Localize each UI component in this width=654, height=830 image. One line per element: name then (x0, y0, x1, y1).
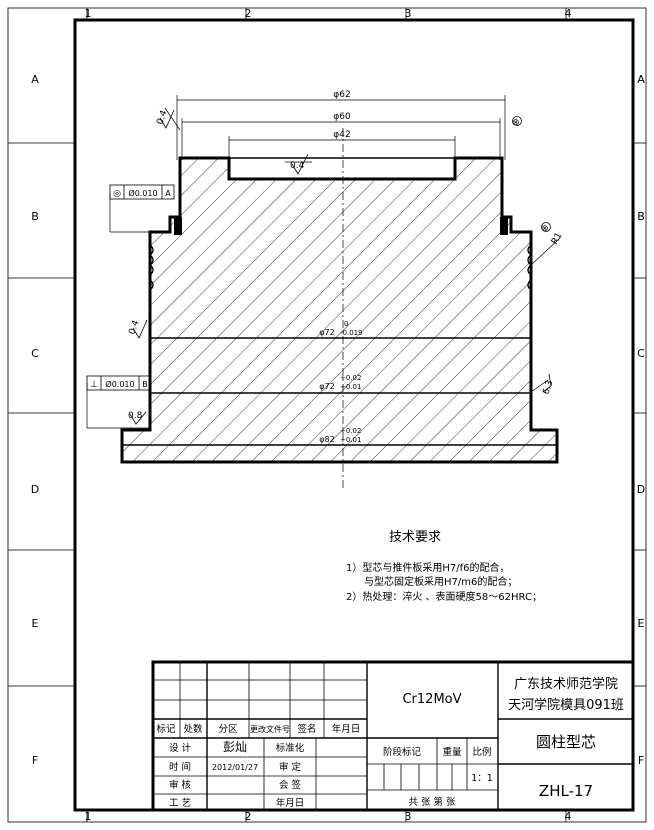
tb-date2: 年月日 (276, 797, 305, 809)
zone-left-b: B (31, 210, 39, 223)
tol-a-datum: A (165, 189, 171, 198)
dim-d72-a-tol0: 0 (344, 320, 348, 328)
zone-bottom-3: 3 (405, 810, 412, 823)
tolerance-frame-b (86, 375, 152, 391)
tol-b-datum: B (142, 380, 148, 389)
zone-left-f: F (32, 754, 38, 767)
tech-line-1: 1）型芯与推件板采用H7/f6的配合， (346, 561, 510, 574)
tb-time-value: 2012/01/27 (212, 763, 258, 772)
tb-designer: 彭灿 (223, 740, 247, 754)
tb-review: 审 定 (279, 761, 302, 773)
roughness-left: 0.4 (127, 319, 141, 336)
zone-ticks (8, 8, 646, 822)
outer-frame (7, 7, 647, 823)
roughness-inner: 0.4 (290, 161, 305, 171)
dim-d82: φ82 (319, 435, 334, 444)
tb-signature: 签名 (297, 723, 316, 735)
dim-d82-lo: +0.01 (340, 436, 361, 444)
roughness-right-63: 6.3 (541, 379, 555, 396)
tol-b-symbol: ⊥ (90, 380, 98, 390)
dim-d42: φ42 (333, 130, 350, 140)
roughness-corner-top: ⊗ (512, 118, 520, 128)
tb-drawing-no: ZHL-17 (539, 782, 593, 800)
dim-d72-b: φ72 (319, 382, 334, 391)
zone-left-d: D (31, 483, 39, 496)
roughness-marks (129, 109, 552, 425)
zone-left-a: A (31, 73, 39, 86)
tech-line-3: 2）热处理：淬火 、表面硬度58～62HRC； (346, 590, 542, 603)
zone-bottom-4: 4 (565, 810, 572, 823)
zone-right-e: E (638, 617, 645, 630)
tb-scale-value: 1：1 (471, 773, 493, 784)
zone-bottom-1: 1 (85, 810, 92, 823)
dim-d60: φ60 (333, 112, 351, 122)
zone-right-f: F (638, 754, 644, 767)
tb-standardize: 标准化 (276, 742, 305, 754)
section-hatch (122, 158, 557, 462)
tb-count: 处数 (183, 723, 203, 735)
tolerance-frame-a (109, 184, 175, 200)
tb-weight: 重量 (442, 746, 462, 758)
zone-right-b: B (637, 210, 645, 223)
tb-school-line1: 广东技术师范学院 (514, 676, 618, 692)
core-section (120, 128, 559, 490)
tb-date-hdr: 年月日 (332, 723, 361, 735)
tech-title: 技术要求 (389, 530, 441, 545)
tb-zone: 分区 (218, 724, 238, 735)
zone-right-d: D (637, 483, 645, 496)
dim-r1: R1 (550, 231, 565, 246)
zone-top-4: 4 (565, 7, 572, 20)
tb-countersign: 会 签 (279, 779, 302, 791)
zone-left-e: E (32, 617, 39, 630)
tol-b-value: Ø0.010 (105, 379, 134, 389)
tb-sheets: 共 张 第 张 (408, 796, 456, 808)
tb-part-name: 圆柱型芯 (536, 733, 596, 751)
zone-top-2: 2 (245, 7, 252, 20)
section-outline (120, 156, 559, 464)
zone-top-3: 3 (405, 7, 412, 20)
tb-scale: 比例 (472, 746, 491, 758)
roughness-bottom-left: 0.8 (128, 411, 143, 421)
dim-d62: φ62 (333, 90, 350, 100)
tb-time: 时 间 (169, 761, 191, 773)
tb-process: 工 艺 (169, 798, 191, 809)
tb-change-doc: 更改文件号 (250, 724, 290, 734)
dim-d72-a: φ72 (319, 328, 334, 337)
tb-stage-mark: 阶段标记 (383, 746, 422, 758)
tol-a-value: Ø0.010 (128, 188, 157, 198)
dimension-lines (86, 95, 561, 429)
tb-mark: 标记 (156, 723, 176, 735)
title-block (151, 660, 635, 812)
zone-top-1: 1 (85, 7, 92, 20)
tech-line-2: 与型芯固定板采用H7/m6的配合； (364, 575, 517, 588)
roughness-corner-mid: ⊗ (541, 224, 549, 234)
zone-bottom-2: 2 (245, 810, 252, 823)
tb-check: 审 核 (169, 779, 192, 791)
tb-school-line2: 天河学院模具091班 (508, 697, 624, 713)
tb-material: Cr12MoV (402, 692, 461, 707)
dim-d72-b-up: +0.02 (340, 374, 361, 382)
tb-design: 设 计 (169, 742, 192, 754)
zone-right-a: A (637, 73, 645, 86)
dim-d82-up: +0.02 (340, 427, 361, 435)
zone-left-c: C (31, 347, 39, 360)
tol-a-symbol: ◎ (113, 189, 121, 199)
dim-d72-a-tol: -0.019 (340, 329, 363, 337)
roughness-tl: 0.4 (155, 109, 169, 126)
dim-d72-b-lo: +0.01 (340, 383, 361, 391)
zone-right-c: C (637, 347, 645, 360)
